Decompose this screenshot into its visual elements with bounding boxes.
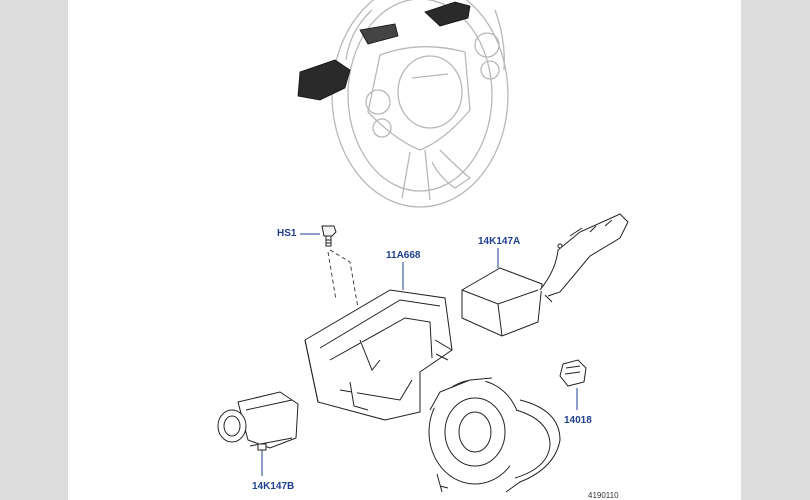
diagram-page: [68, 0, 741, 500]
screw-hs1: [300, 225, 337, 247]
callout-14k147b: 14K147B: [252, 481, 295, 492]
callout-14k147a: 14K147A: [478, 236, 521, 247]
connector-14018: [559, 359, 587, 410]
callout-hs1: HS1: [277, 228, 297, 239]
screw-guide: [327, 249, 359, 309]
switch-14k147a: [461, 213, 629, 337]
wheel-stalks: [297, 1, 471, 101]
clockspring: [428, 377, 561, 493]
illustration-id: 4190110: [588, 491, 619, 500]
callout-14018: 14018: [564, 415, 592, 426]
switch-14k147b: [217, 391, 299, 476]
steering-wheel: [331, 0, 509, 208]
callout-11a668: 11A668: [386, 250, 421, 261]
housing-11a668: [304, 262, 453, 421]
